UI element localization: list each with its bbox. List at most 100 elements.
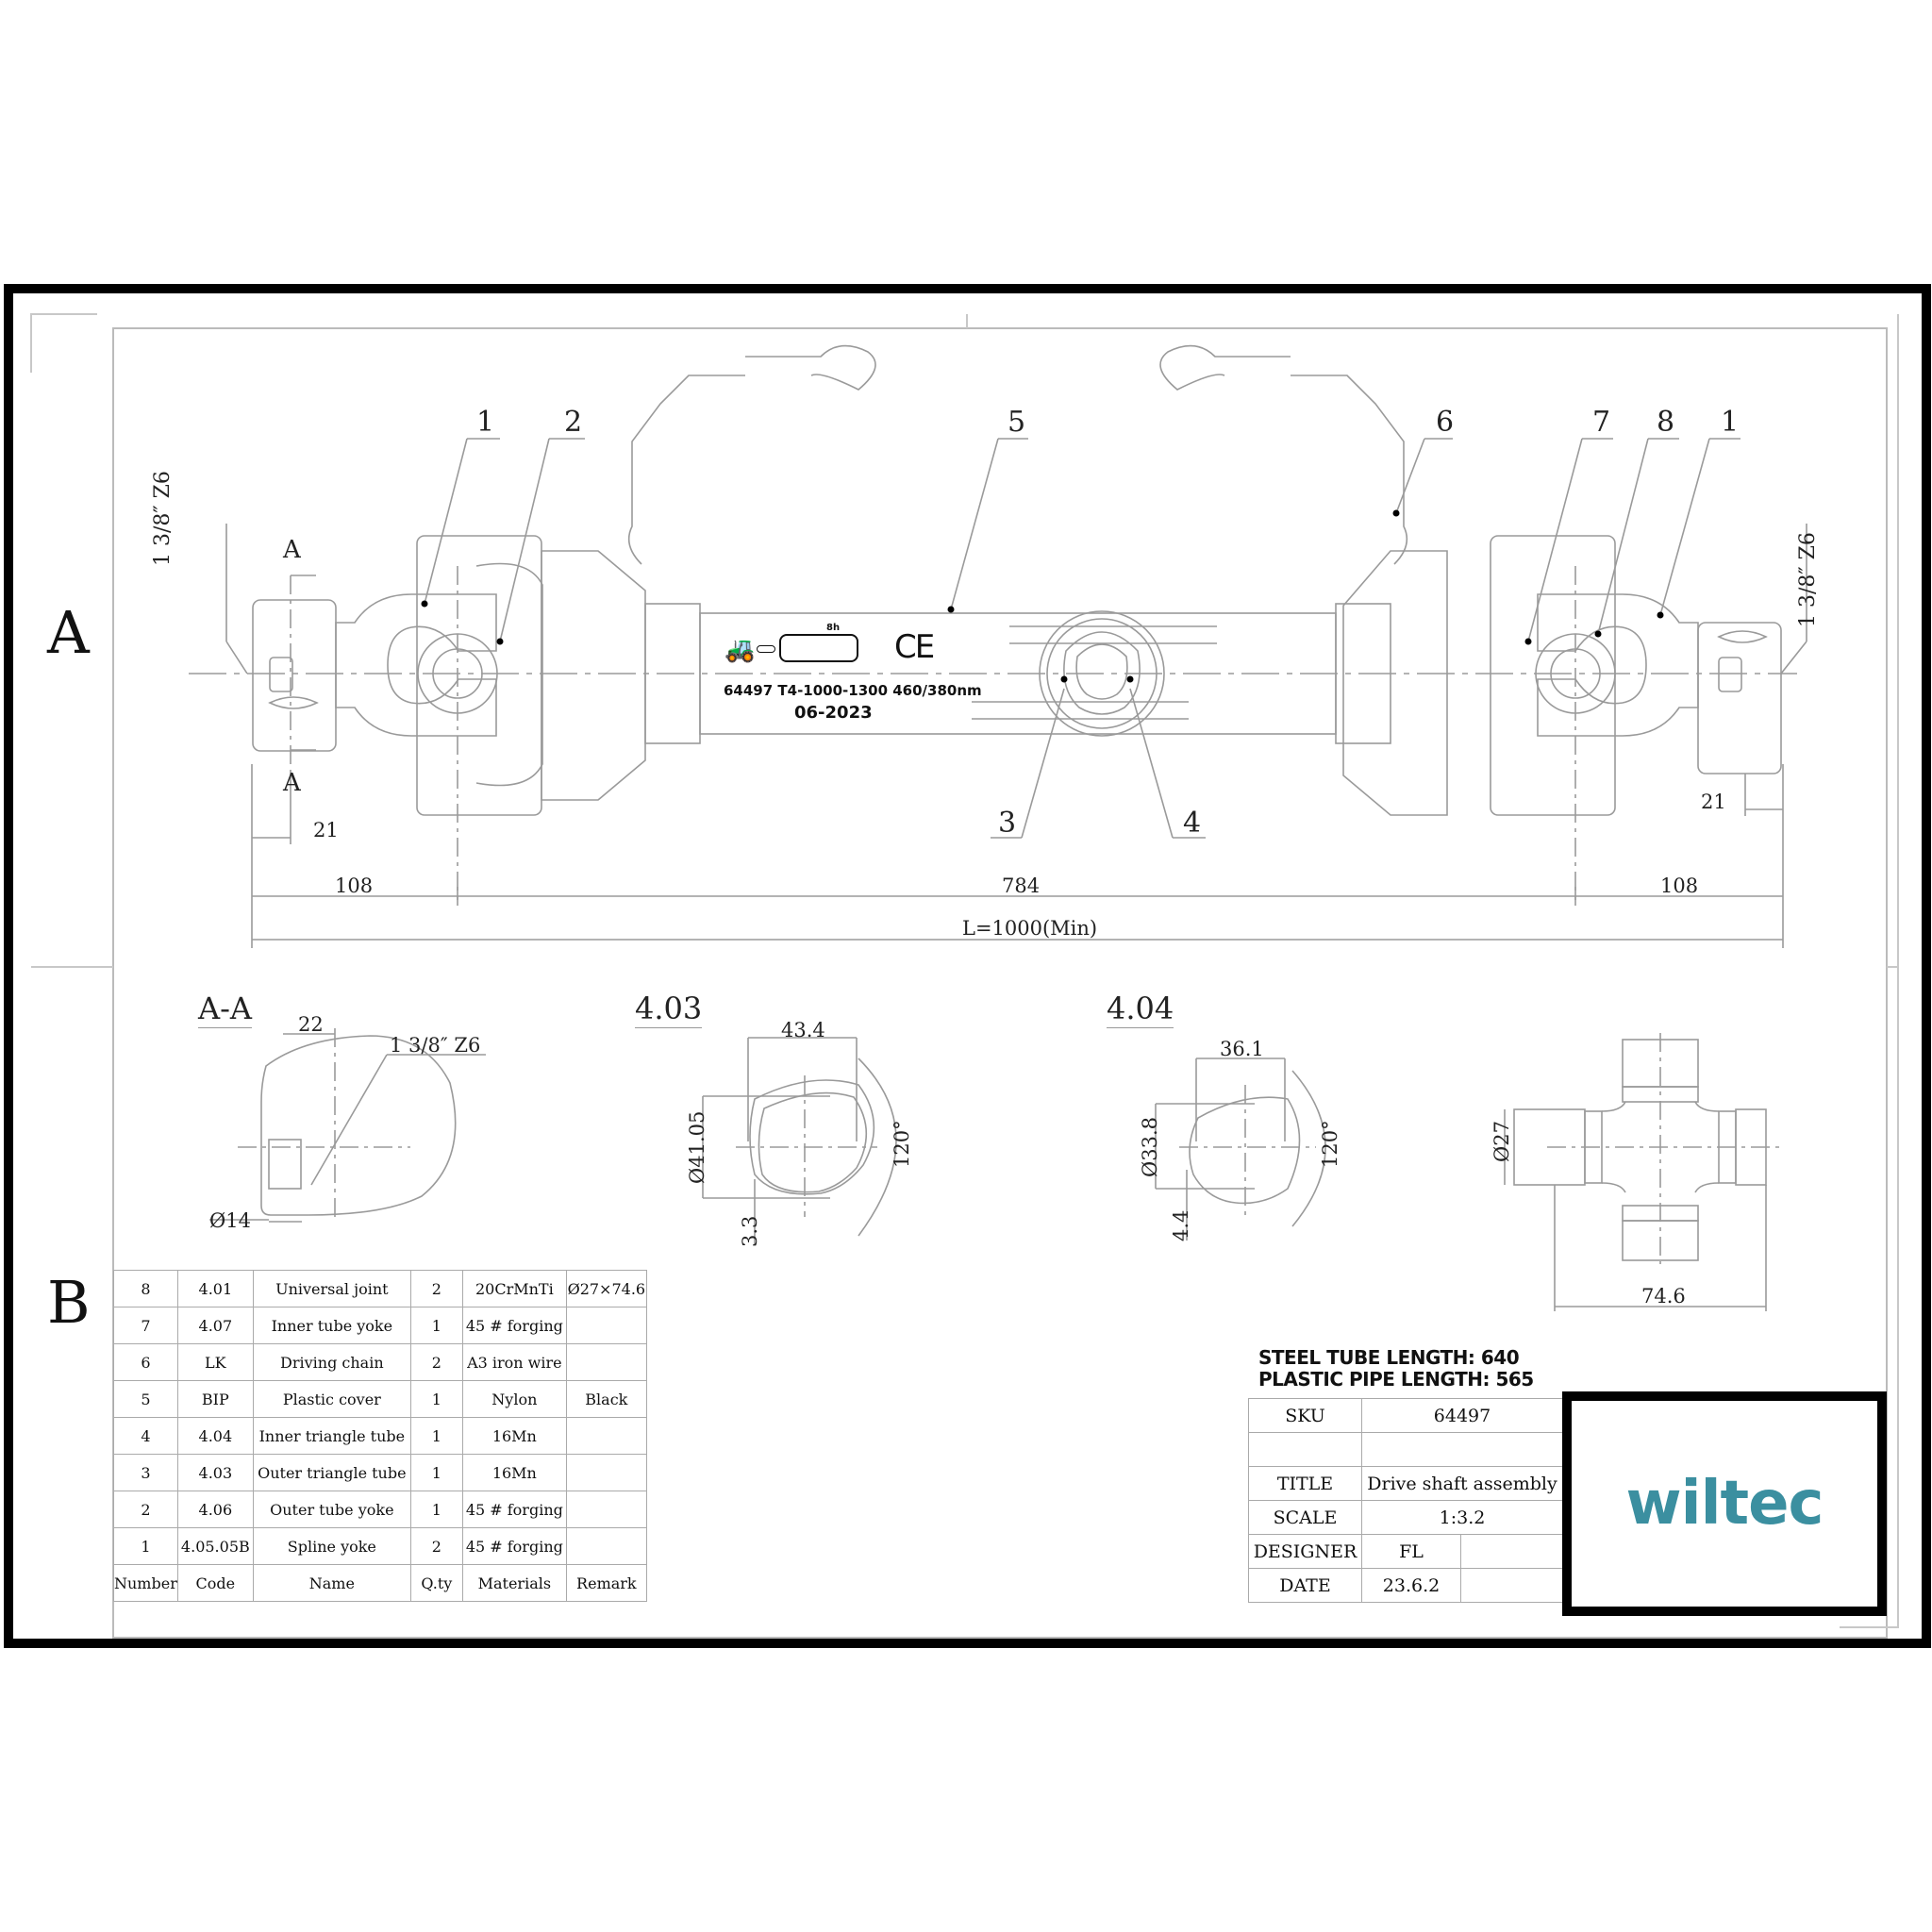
- ujoint-length: 74.6: [1641, 1285, 1686, 1307]
- bom-name: Outer tube yoke: [252, 1491, 411, 1528]
- detail-403-title: 4.03: [635, 991, 703, 1028]
- detail-403-width: 43.4: [781, 1019, 825, 1041]
- balloon-3: 3: [998, 807, 1017, 840]
- designer-label: DESIGNER: [1248, 1534, 1362, 1569]
- detail-404-width: 36.1: [1220, 1038, 1264, 1060]
- detail-404-angle: 120°: [1319, 1120, 1341, 1168]
- implement-icon: [779, 634, 858, 662]
- bom-remark: [565, 1307, 647, 1344]
- date-extra: [1460, 1568, 1563, 1603]
- duration-label: 8h: [826, 623, 841, 633]
- shaft-icon: [757, 645, 775, 653]
- balloon-6: 6: [1436, 406, 1455, 439]
- bom-name: Outer triangle tube: [252, 1454, 411, 1491]
- steel-tube-length-note: STEEL TUBE LENGTH: 640: [1258, 1346, 1520, 1369]
- bom-header-name: Name: [252, 1564, 411, 1602]
- bom-qty: 1: [409, 1454, 463, 1491]
- bom-number: 8: [113, 1270, 178, 1307]
- shaft-stamp-line1: 64497 T4-1000-1300 460/380nm: [724, 682, 982, 699]
- detail-aa-dim-hole: Ø14: [209, 1209, 251, 1232]
- detail-aa-title: A-A: [198, 991, 253, 1028]
- dim-108-right: 108: [1660, 874, 1699, 897]
- detail-404-wall: 4.4: [1170, 1209, 1192, 1241]
- bom-code: LK: [176, 1343, 254, 1381]
- bom-header-qty: Q.ty: [409, 1564, 463, 1602]
- bom-material: Nylon: [461, 1380, 567, 1418]
- zone-label-a: A: [47, 598, 90, 667]
- bom-number: 7: [113, 1307, 178, 1344]
- bom-qty: 2: [409, 1343, 463, 1381]
- detail-403-diameter: Ø41.05: [686, 1110, 708, 1184]
- balloon-1-left: 1: [476, 406, 495, 439]
- shaft-stamp-icons: 🚜 8h CE: [724, 623, 941, 666]
- section-marker-bottom: A: [283, 769, 301, 797]
- bom-remark: Black: [565, 1380, 647, 1418]
- bom-number: 5: [113, 1380, 178, 1418]
- plastic-pipe-length-note: PLASTIC PIPE LENGTH: 565: [1258, 1368, 1534, 1391]
- bom-number: 6: [113, 1343, 178, 1381]
- bom-qty: 2: [409, 1527, 463, 1565]
- dim-784: 784: [1002, 874, 1041, 897]
- spline-label-right: 1 3/8″ Z6: [1796, 532, 1820, 627]
- bom-remark: [565, 1491, 647, 1528]
- shaft-stamp-line2: 06-2023: [794, 703, 873, 723]
- bom-name: Inner triangle tube: [252, 1417, 411, 1455]
- detail-aa-dim-22: 22: [298, 1013, 324, 1036]
- bom-remark: [565, 1417, 647, 1455]
- section-marker-top: A: [283, 536, 301, 564]
- bom-material: 45 # forging: [461, 1307, 567, 1344]
- bom-header-material: Materials: [461, 1564, 567, 1602]
- bom-material: 16Mn: [461, 1454, 567, 1491]
- bom-name: Plastic cover: [252, 1380, 411, 1418]
- balloon-8: 8: [1657, 406, 1675, 439]
- outer-border: [4, 284, 1931, 1648]
- balloon-4: 4: [1183, 807, 1202, 840]
- bom-remark: [565, 1343, 647, 1381]
- title-value: Drive shaft assembly: [1361, 1466, 1563, 1501]
- bom-code: 4.03: [176, 1454, 254, 1491]
- balloon-2: 2: [564, 406, 583, 439]
- spline-label-left: 1 3/8″ Z6: [151, 471, 175, 566]
- bom-number: 3: [113, 1454, 178, 1491]
- bom-qty: 1: [409, 1417, 463, 1455]
- bom-code: 4.07: [176, 1307, 254, 1344]
- bom-qty: 1: [409, 1491, 463, 1528]
- bom-code: 4.05.05B: [176, 1527, 254, 1565]
- dim-total-length: L=1000(Min): [962, 917, 1098, 940]
- designer-extra: [1460, 1534, 1563, 1569]
- date-value: 23.6.2: [1361, 1568, 1461, 1603]
- bom-qty: 1: [409, 1380, 463, 1418]
- balloon-7: 7: [1592, 406, 1611, 439]
- bom-number: 1: [113, 1527, 178, 1565]
- balloon-5: 5: [1008, 406, 1026, 439]
- balloon-1-right: 1: [1721, 406, 1740, 439]
- dim-108-left: 108: [335, 874, 374, 897]
- sku-label: SKU: [1248, 1398, 1362, 1433]
- bom-material: 45 # forging: [461, 1491, 567, 1528]
- title-label: TITLE: [1248, 1466, 1362, 1501]
- dim-21-left: 21: [313, 819, 339, 841]
- bom-name: Universal joint: [252, 1270, 411, 1307]
- detail-404-title: 4.04: [1107, 991, 1174, 1028]
- tractor-icon: 🚜: [724, 636, 756, 664]
- bom-remark: [565, 1527, 647, 1565]
- scale-label: SCALE: [1248, 1500, 1362, 1535]
- bom-material: A3 iron wire: [461, 1343, 567, 1381]
- detail-403-wall: 3.3: [739, 1215, 761, 1247]
- wiltec-logo: wiltec: [1625, 1469, 1824, 1539]
- detail-aa-spline: 1 3/8″ Z6: [390, 1034, 481, 1057]
- bom-number: 2: [113, 1491, 178, 1528]
- detail-404-diameter: Ø33.8: [1139, 1117, 1161, 1177]
- bom-material: 16Mn: [461, 1417, 567, 1455]
- bom-qty: 1: [409, 1307, 463, 1344]
- designer-value: FL: [1361, 1534, 1461, 1569]
